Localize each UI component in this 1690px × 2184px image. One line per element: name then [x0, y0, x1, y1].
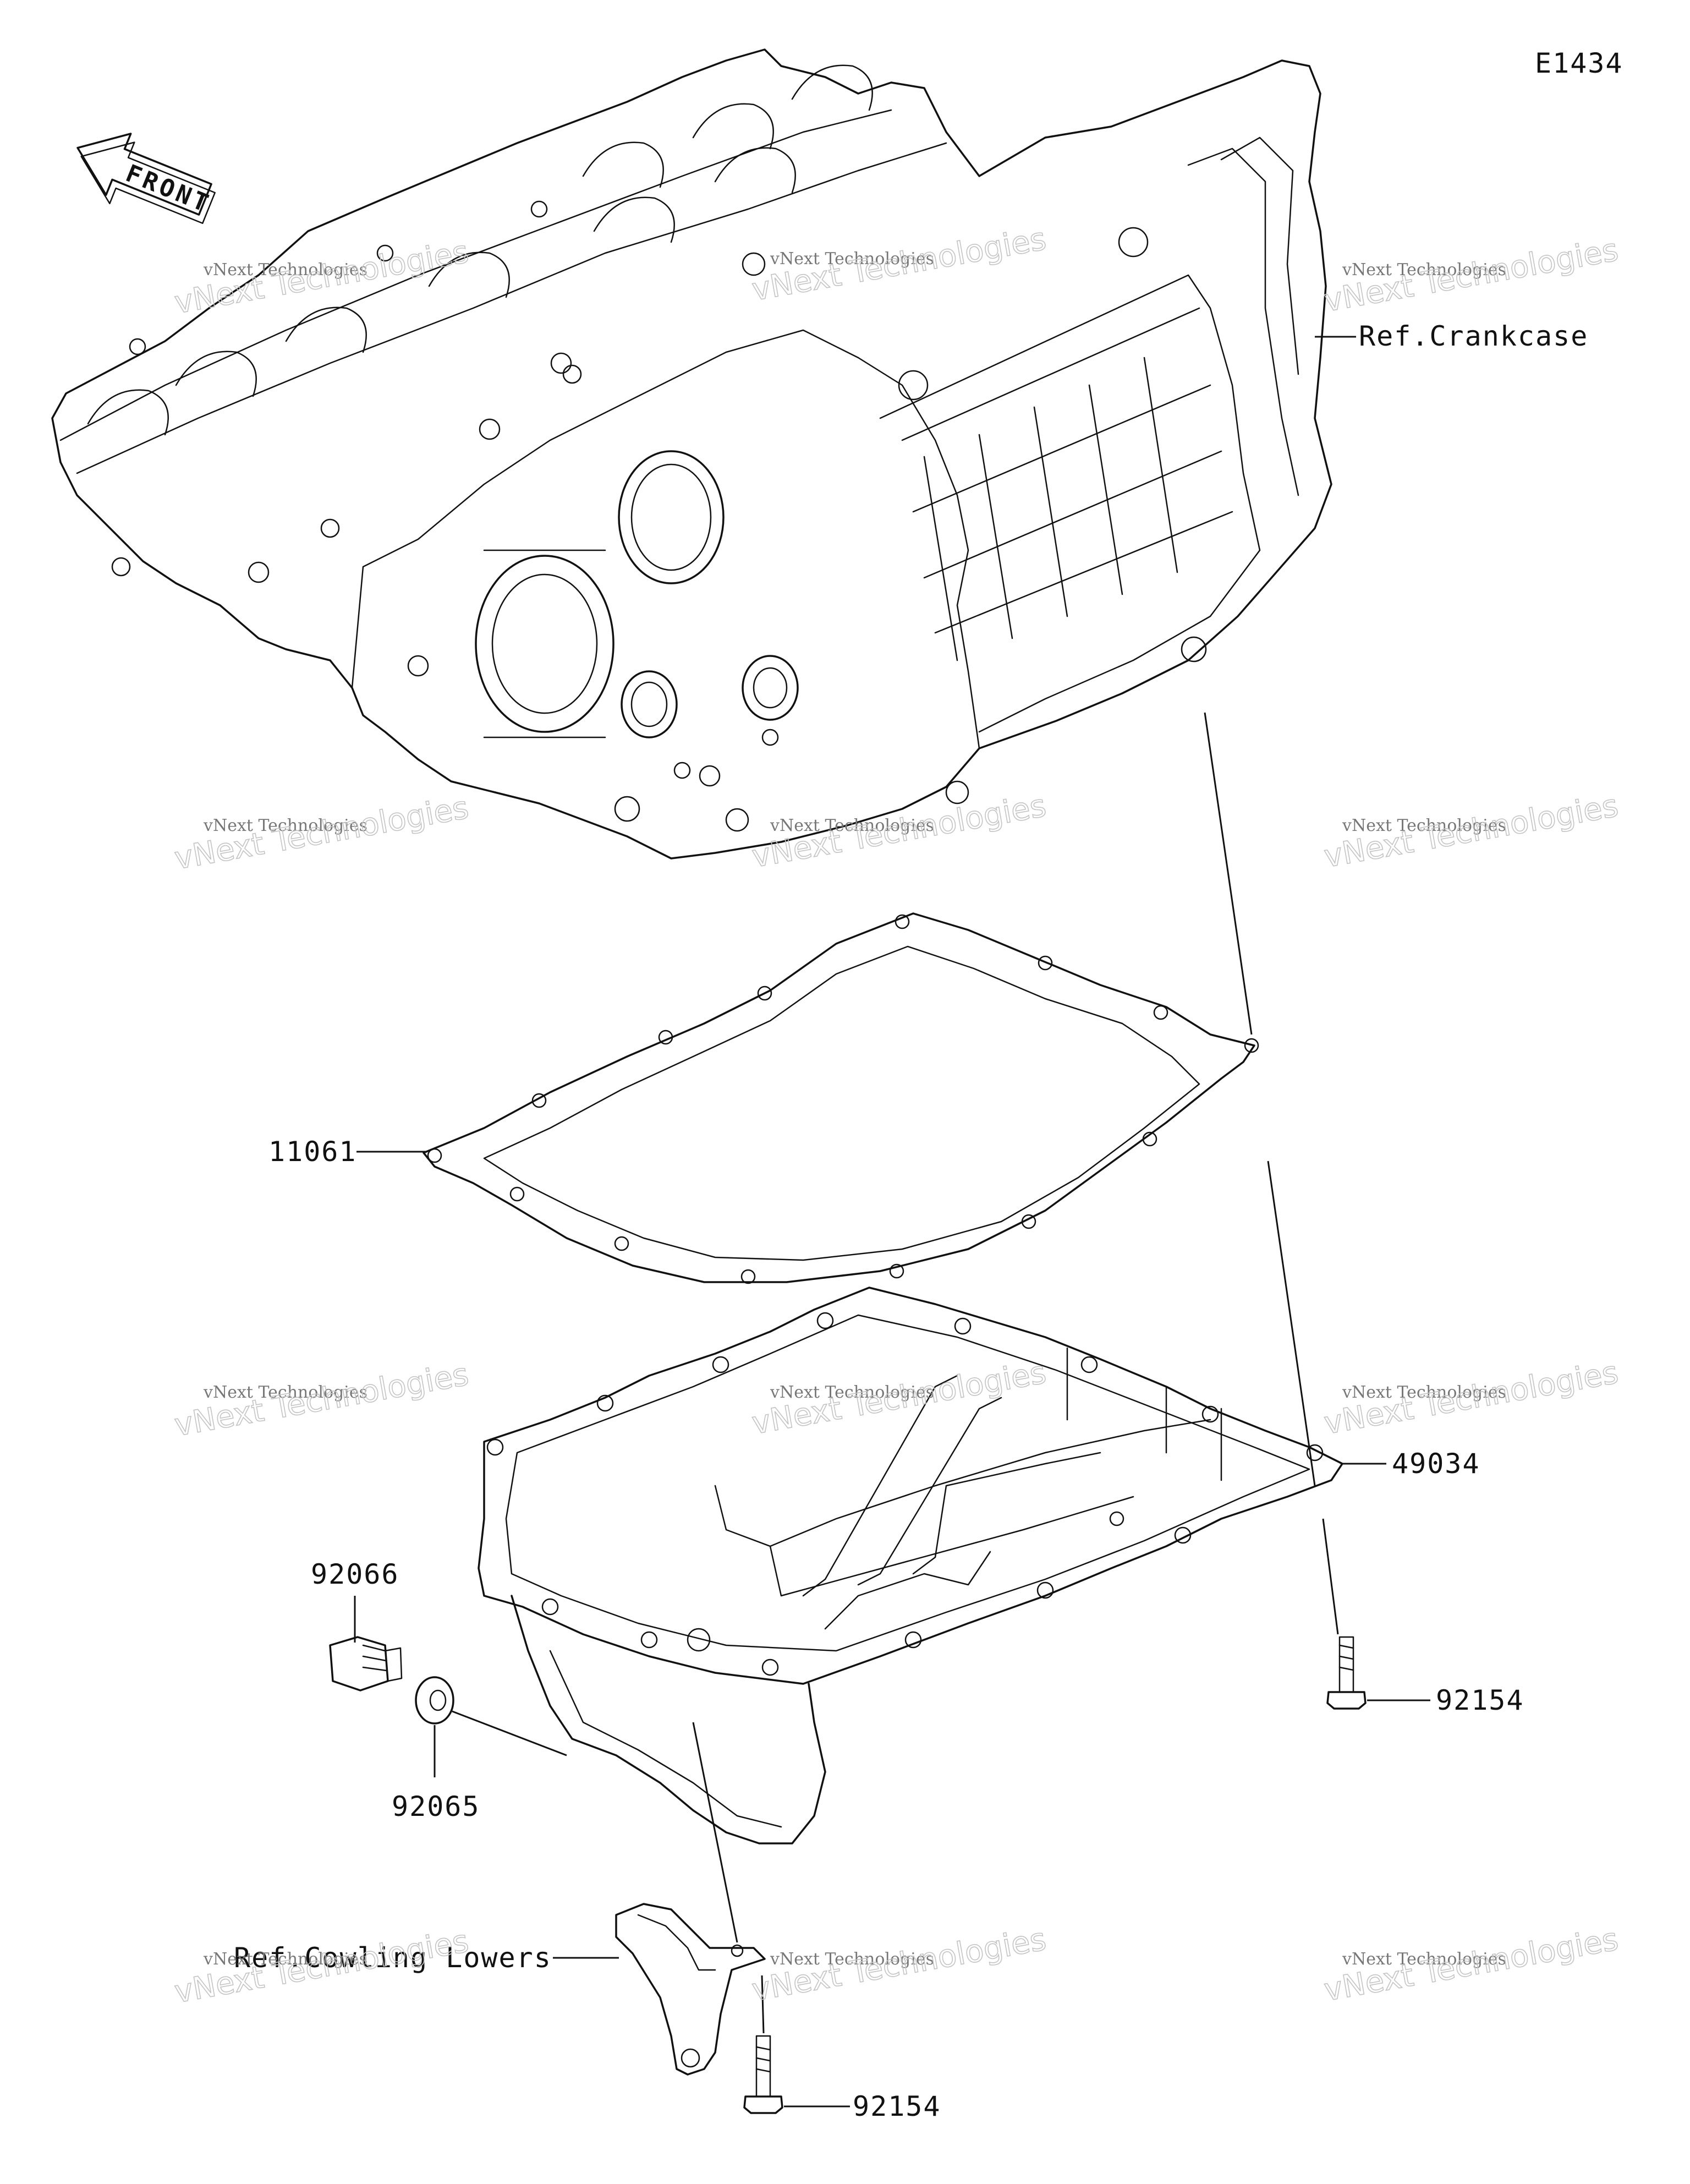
watermark-outline: vNext Technologies: [172, 234, 471, 321]
watermark-outline: vNext Technologies: [1321, 232, 1621, 319]
watermark-text: vNext Technologies: [770, 816, 934, 835]
watermark-text: vNext Technologies: [770, 1950, 934, 1969]
gasket-part-number: 11061: [268, 1136, 357, 1168]
watermark-outline: vNext Technologies: [749, 788, 1049, 875]
bolt-right-part-number: 92154: [1436, 1684, 1524, 1716]
watermark-text: vNext Technologies: [1342, 816, 1506, 835]
watermark-outline: vNext Technologies: [1321, 1355, 1621, 1442]
diagram-code: E1434: [1535, 47, 1623, 79]
bearing-saddles: [87, 64, 873, 436]
washer-part-number: 92065: [392, 1791, 480, 1822]
alignment-line-lower: [1267, 1161, 1316, 1486]
oil-pan-drawing: [478, 1287, 1343, 1844]
watermark-outline: vNext Technologies: [172, 790, 471, 877]
bolt-bottom-drawing: [743, 2035, 783, 2114]
watermark-outline: vNext Technologies: [1321, 1922, 1621, 2008]
watermark-text: vNext Technologies: [203, 1383, 367, 1402]
watermark-outline: vNext Technologies: [749, 1355, 1049, 1442]
watermark-outline: vNext Technologies: [1321, 788, 1621, 875]
watermark-text: vNext Technologies: [203, 1950, 367, 1969]
watermark-text: vNext Technologies: [1342, 1383, 1506, 1402]
watermark-text: vNext Technologies: [203, 816, 367, 835]
watermarks: vNext Technologies vNext Technologies vNe…: [172, 221, 1622, 2011]
drain-plug-drawing: [329, 1636, 403, 1692]
bolt-bosses: [111, 200, 1207, 832]
washer-drawing: [415, 1676, 454, 1725]
watermark-text: vNext Technologies: [770, 1383, 934, 1402]
bolt-bottom-part-number: 92154: [853, 2090, 941, 2122]
drain-plug-part-number: 92066: [311, 1558, 399, 1590]
crankcase-drawing: [51, 48, 1332, 860]
alignment-line-upper: [1204, 712, 1253, 1035]
ref-crankcase-label: Ref.Crankcase: [1359, 320, 1588, 352]
watermark-outline: vNext Technologies: [172, 1356, 471, 1443]
watermark-text: vNext Technologies: [203, 260, 367, 280]
oil-pan-part-number: 49034: [1392, 1448, 1480, 1480]
watermark-text: vNext Technologies: [1342, 260, 1506, 280]
ref-cowling-lowers-label: Ref.Cowling Lowers: [234, 1942, 552, 1974]
watermark-outline: vNext Technologies: [749, 1922, 1049, 2008]
front-arrow-icon: FRONT: [76, 133, 216, 224]
oil-pan-gasket-drawing: [422, 912, 1259, 1284]
watermark-text: vNext Technologies: [1342, 1950, 1506, 1969]
watermark-text: vNext Technologies: [770, 249, 934, 269]
bolt-right-drawing: [1326, 1636, 1367, 1710]
watermark-outline: vNext Technologies: [749, 221, 1049, 308]
cowling-bracket-drawing: [615, 1903, 766, 2076]
